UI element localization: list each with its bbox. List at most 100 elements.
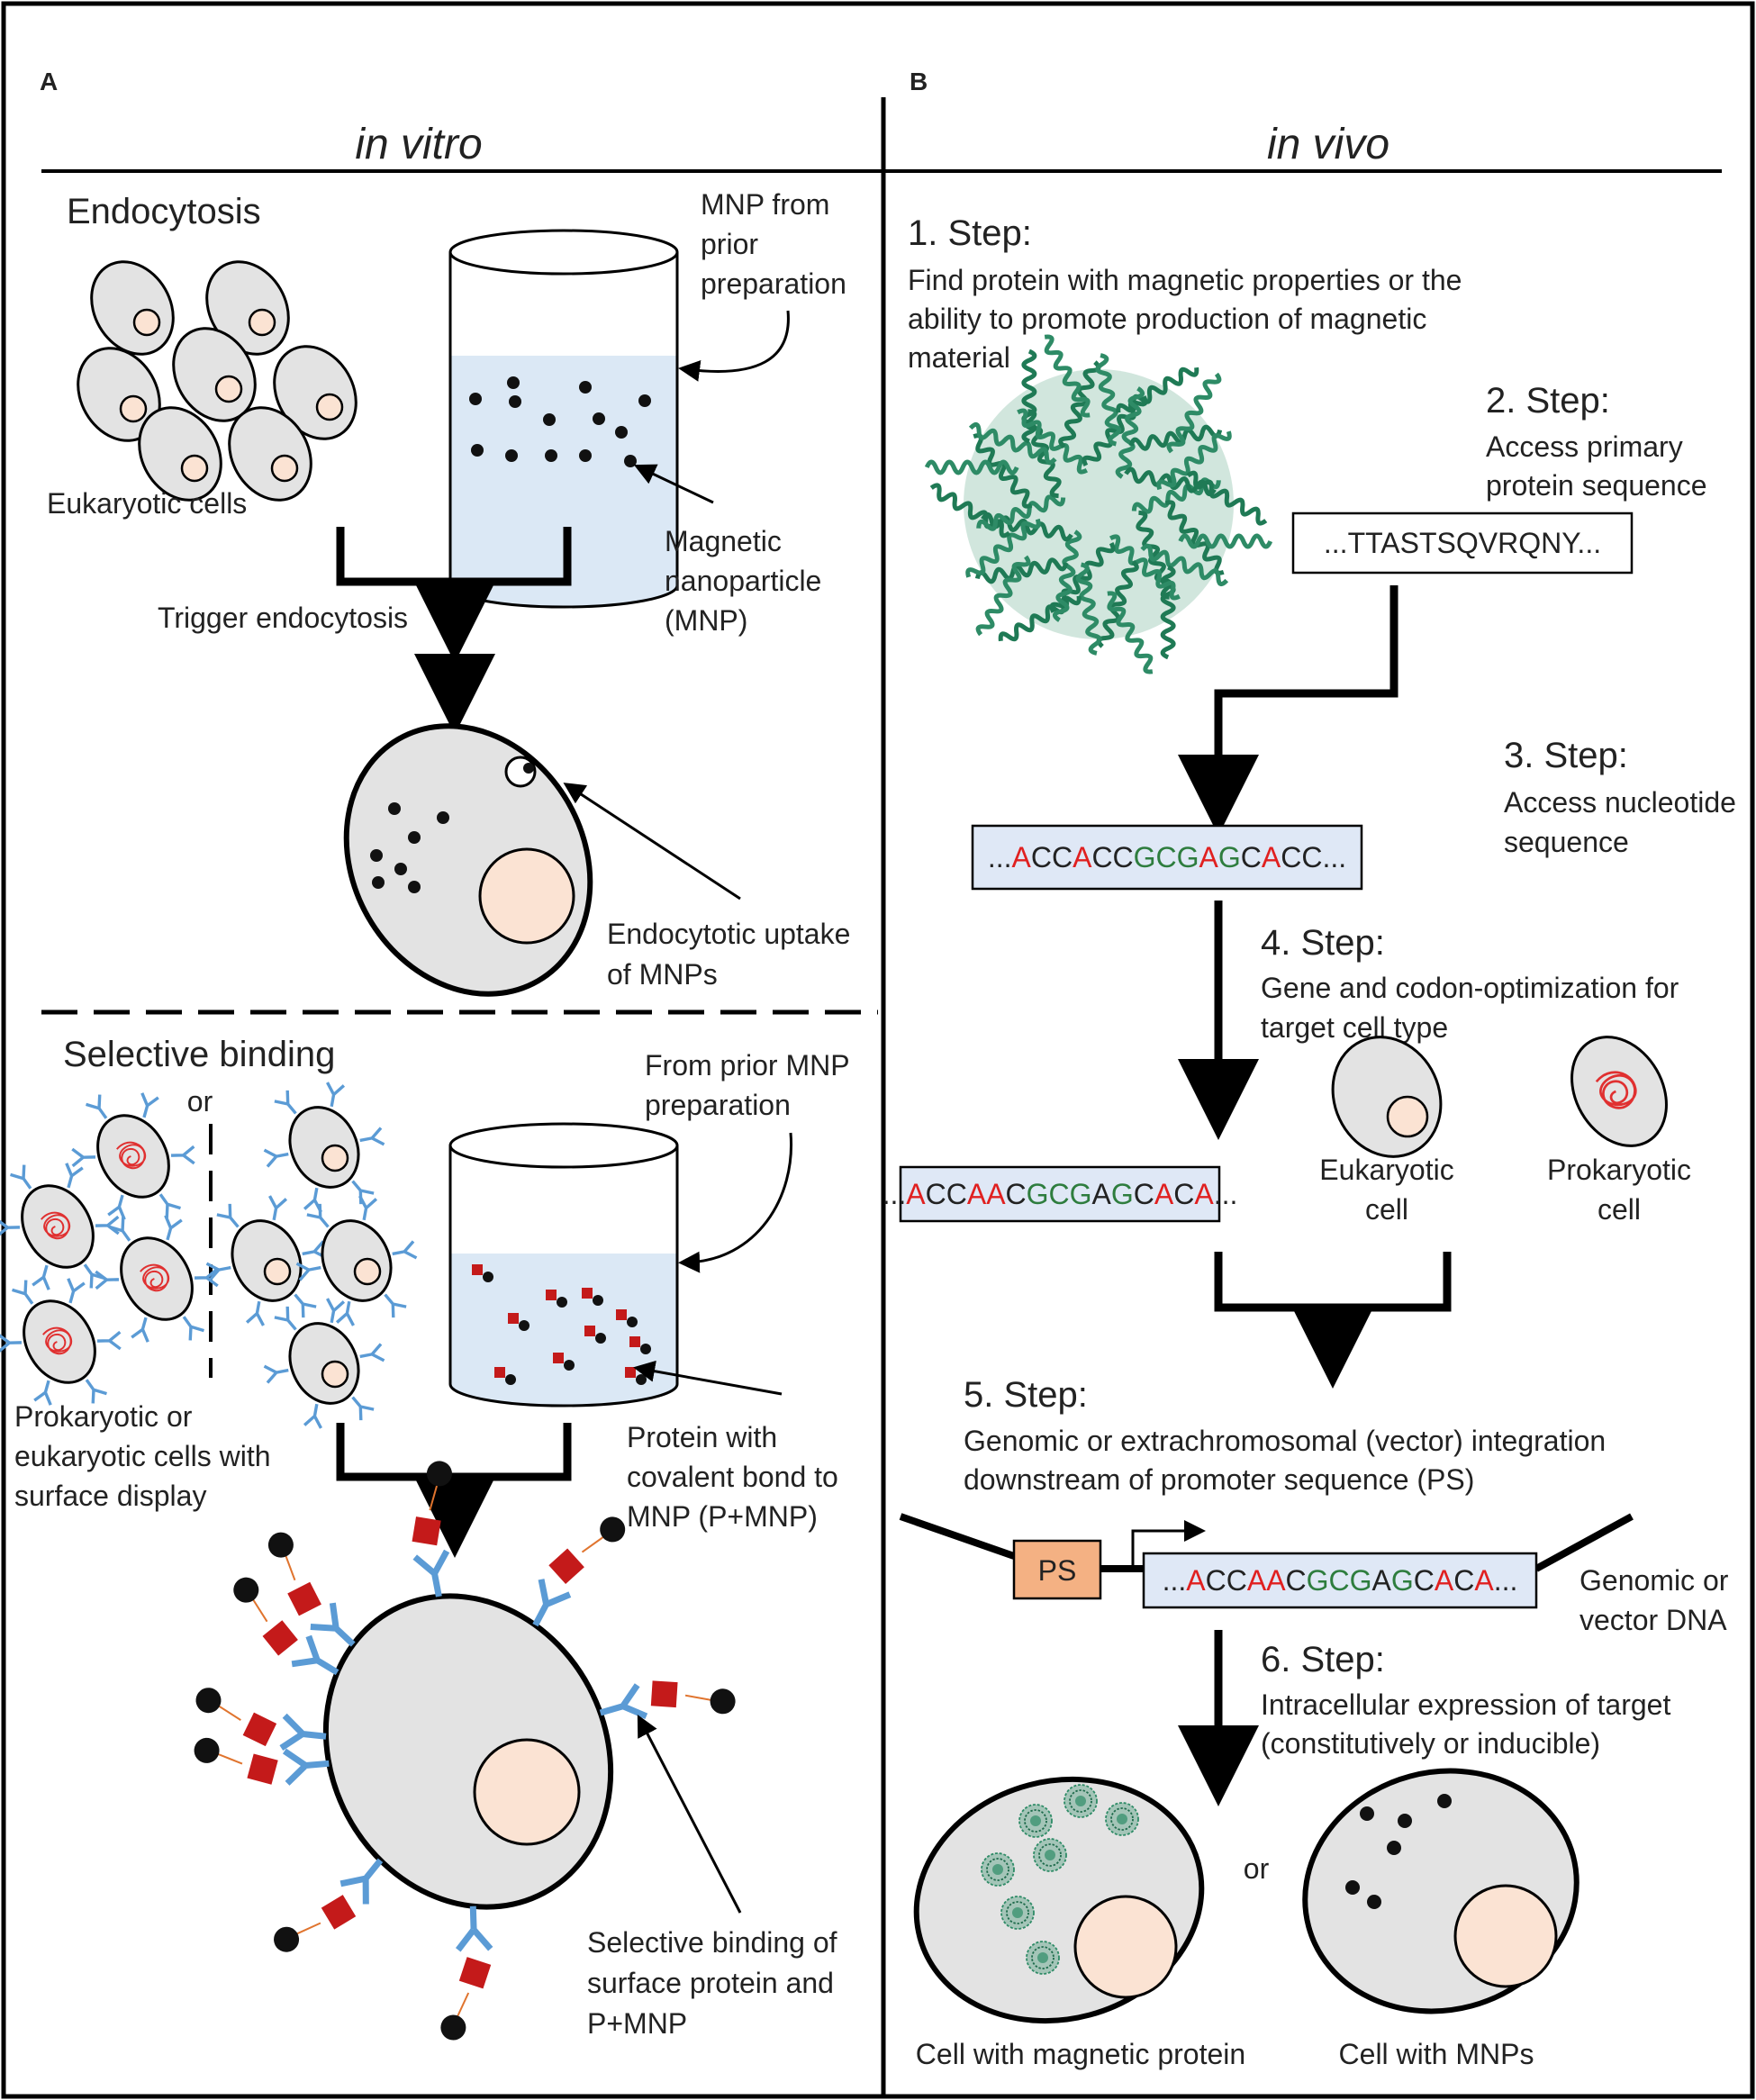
protein-helix (1178, 533, 1273, 549)
mnp-dot (469, 393, 482, 405)
mnp-dot (1437, 1794, 1452, 1808)
protein-helix (998, 595, 1082, 642)
protein-helix (1166, 372, 1222, 454)
expressed-mnps (1345, 1794, 1452, 1909)
antibody-icon (175, 1310, 206, 1343)
mnp-dot (507, 376, 520, 389)
bound-complex (274, 1858, 384, 1952)
pmnp-conjugate (629, 1336, 651, 1354)
bound-complex (233, 1577, 339, 1676)
protein-helix (1156, 430, 1232, 491)
eukaryotic-cell (172, 327, 257, 422)
display-cells-line-3: surface display (14, 1480, 206, 1512)
antibody-icon (134, 1091, 160, 1122)
antibody-icon (389, 1239, 419, 1264)
antibody-icon (31, 1261, 57, 1291)
antibody-icon (354, 1194, 378, 1224)
magnetic-protein (1018, 1804, 1053, 1838)
protein-helix (1124, 466, 1217, 497)
antibody-icon (77, 1373, 109, 1406)
protein-helix (1164, 500, 1225, 575)
mnp-dot (471, 444, 484, 457)
protein-sequence-box (1291, 511, 1634, 575)
eukaryotic-cells-group (77, 260, 358, 502)
mnp-dot (579, 449, 592, 462)
antibody-icon (84, 1092, 115, 1125)
eukaryotic-cell-label-1: Eukaryotic (1319, 1154, 1453, 1186)
dna-label-1: Genomic or (1579, 1564, 1729, 1597)
antibody-icon (106, 1190, 132, 1221)
nucleotide-sequence: ...ACCACCGCGAGCACC... (988, 841, 1346, 873)
uptake-pointer (563, 783, 741, 901)
protein-helix (1096, 560, 1139, 648)
cell-mnp-label: Cell with MNPs (1339, 2038, 1534, 2070)
mnp-dot (543, 413, 556, 426)
pmnp-conjugate (508, 1313, 530, 1331)
prokaryotic-display-cells (0, 1091, 220, 1407)
protein-helix (1017, 408, 1089, 475)
step1-heading: 1. Step: (908, 213, 1032, 253)
optimized-sequence-box (899, 1165, 1221, 1223)
panel-b-title: in vivo (1267, 121, 1389, 168)
pmnp-conjugates (472, 1264, 651, 1385)
step6-text-2: (constitutively or inducible) (1261, 1727, 1600, 1760)
mnp-source-line-3: preparation (701, 267, 846, 300)
mnp-dot (615, 426, 628, 439)
pmnp-source-line-2: preparation (645, 1089, 791, 1121)
cell-with-magnetic-protein (913, 1776, 1205, 2024)
optimized-sequence: ...ACCAACGCGAGCACA... (883, 1178, 1238, 1210)
bound-complex (412, 1461, 452, 1598)
mnp-source-line-1: MNP from (701, 188, 829, 221)
protein-helix (1052, 530, 1082, 622)
mnp-dot (408, 881, 421, 893)
protein-label-line-3: MNP (P+MNP) (627, 1500, 818, 1533)
eukaryotic-cell-icon (1331, 1036, 1443, 1158)
antibody-icon (60, 1277, 86, 1308)
protein-helix (1058, 360, 1101, 448)
mnp-dot (372, 876, 385, 889)
antibody-icon (262, 1360, 292, 1385)
mnp-dots (469, 376, 651, 467)
protein-sequence: ...TTASTSQVRQNY... (1324, 527, 1601, 559)
prokaryotic-cell-icon (1570, 1036, 1668, 1147)
protein-helix (929, 483, 1011, 539)
eukaryotic-cell (205, 260, 290, 356)
inserted-sequence: ...ACCAACGCGAGCACA... (1163, 1564, 1518, 1597)
step4-merge-connector (1214, 1252, 1452, 1312)
protein-helix (924, 459, 1019, 475)
protein-helix (976, 494, 1066, 531)
antibody-icon (94, 1269, 121, 1290)
protein-label-line-2: covalent bond to (627, 1461, 838, 1493)
step4-text-2: target cell type (1261, 1011, 1448, 1044)
mnp-dot (370, 849, 383, 862)
antibody-icon (245, 1298, 269, 1327)
protein-helices (924, 334, 1273, 674)
step2-heading: 2. Step: (1486, 381, 1610, 421)
antibody-icon (262, 1144, 292, 1169)
protein-label-arrow (633, 1360, 783, 1396)
protein-helix (1160, 565, 1176, 660)
mnp-source-line-2: prior (701, 228, 758, 260)
eukaryotic-cell (77, 347, 161, 442)
magnetic-protein (1105, 1802, 1139, 1836)
ferritin-protein-structure (924, 334, 1273, 674)
antibody-icon (70, 1146, 97, 1168)
step3-text-2: sequence (1504, 826, 1629, 858)
bound-complex (440, 1905, 493, 2041)
pmnp-source-line-1: From prior MNP (645, 1049, 850, 1082)
bound-complex (195, 1688, 327, 1751)
eukaryotic-cell (273, 345, 358, 440)
antibody-icon (158, 1214, 184, 1245)
uptake-label-line-2: of MNPs (607, 958, 718, 991)
uptake-label-line-1: Endocytotic uptake (607, 918, 850, 950)
antibody-icon (357, 1126, 386, 1151)
antibody-icon (264, 1194, 288, 1224)
binding-pointer (637, 1715, 742, 1914)
mnp-dot (408, 831, 421, 844)
protein-helix (1186, 470, 1268, 526)
mnp-dot (394, 863, 407, 875)
dna-construct: PS ...ACCAACGCGAGCACA... (899, 1513, 1634, 1609)
step6-text-1: Intracellular expression of target (1261, 1688, 1670, 1721)
display-cells-line-1: Prokaryotic or (14, 1400, 193, 1433)
magnetic-protein (1000, 1896, 1035, 1930)
